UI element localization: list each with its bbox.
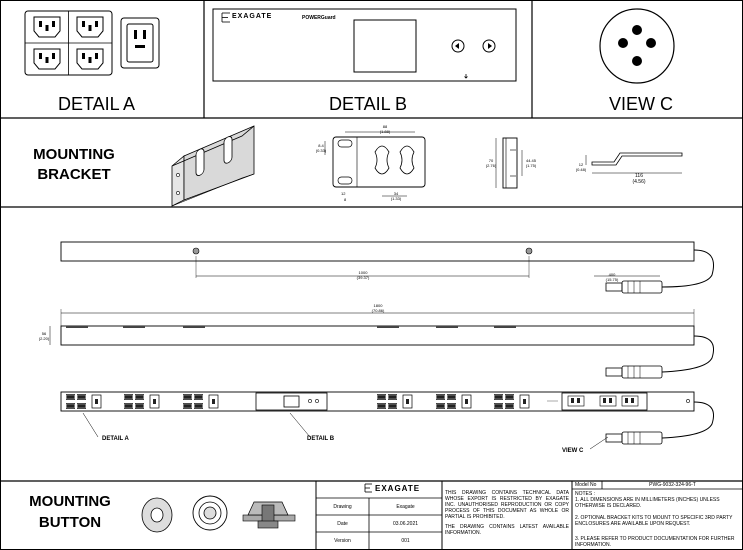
bracket-dim-b: 12 [341,191,346,196]
dim-left-in: (0.33) [315,148,327,153]
view-c-inlet [599,8,675,84]
model-label: Model No [575,482,597,488]
dim-hole-pitch-in: (39.37) [356,275,370,280]
panel-product: POWERGuard [302,15,336,21]
callout-detail-a: DETAIL A [102,436,129,442]
dim-side-mm: 12 [578,162,584,167]
view-c-label: VIEW C [609,94,674,114]
dim-left-mm: 8.4 [318,143,324,148]
dim-side-in: (0.48) [575,167,587,172]
drawing-label: Drawing [333,504,352,510]
title-block-lines [315,481,743,550]
dim-length-total-mm: 1800 [373,303,383,308]
dim-pitch-mm: 34 [393,191,399,196]
disclaimer-export: THIS DRAWING CONTAINS TECHNICAL DATA WHO… [445,490,569,520]
bracket-dim-height2: 44.45 (1.75) [522,158,540,168]
dim-hole-pitch-mm: 1000 [358,270,368,275]
dim-side-height-mm: 56 [41,331,47,336]
usb-port-icon [464,74,468,79]
date-label: Date [337,521,348,527]
mounting-button-title: MOUNTING BUTTON [22,491,118,533]
callout-detail-b: DETAIL B [307,436,335,442]
callout-view-c: VIEW C [562,448,584,454]
dim-height2-mm: 44.45 [525,158,536,163]
bracket-title-line1: MOUNTING [33,146,115,163]
dim-side-height-in: (2.20) [38,336,50,341]
bracket-title-line2: BRACKET [37,166,111,183]
notes-label: NOTES : [575,491,596,497]
dim-pitch-in: (1.33) [390,196,402,201]
detail-b-panel [212,8,517,82]
dim-length-mm: 116 [635,173,643,179]
date-value: 03.06.2021 [392,521,419,527]
dim-height-mm: 70 [488,158,494,163]
button-title-line2: BUTTON [38,514,102,531]
bracket-front-view [324,131,426,197]
bracket-dim-pitch: 34 (1.33) [384,191,408,201]
bracket-side-view [495,137,523,189]
bracket-dim-length: 116 (4.56) [626,173,652,185]
detail-b-label: DETAIL B [329,94,408,114]
note-3: 3. PLEASE REFER TO PRODUCT DOCUMENTATION… [575,536,735,548]
mounting-button-drawings [141,495,296,533]
pdu-front-view [60,391,714,450]
mounting-bracket-title: MOUNTING BRACKET [29,145,119,185]
bracket-top-view [585,152,683,174]
pdu-dim-hole-pitch: 1000 (39.37) [350,270,376,280]
dim-cord-mm: 400 [608,272,616,277]
bracket-dim-c: 8 [344,197,347,202]
dim-width-in: (1.88) [379,129,391,134]
model-value: PWG-9032-324-96-T [649,482,696,488]
title-block-brand: EXAGATE [375,484,421,493]
drawing-value: Exagate [396,504,415,510]
disclaimer-latest: THE DRAWING CONTAINS LATEST AVAILABLE IN… [445,524,569,536]
note-2: 2. OPTIONAL BRACKET KITS TO MOUNT TO SPE… [575,515,733,527]
panel-brand: EXAGATE [232,13,273,20]
pdu-dim-length: 1800 (70.86) [365,303,391,313]
bracket-iso-view [171,125,255,207]
pdu-dim-side: 56 (2.20) [37,331,51,341]
bracket-dim-height: 70 (2.76) [484,158,498,168]
version-label: Version [334,538,351,544]
left-button-icon [451,39,465,53]
right-button-icon [482,39,496,53]
dim-width-mm: 88 [382,124,388,129]
note-1: 1. ALL DIMENSIONS ARE IN MILLIMETERS (IN… [575,497,720,509]
dim-height2-in: (1.75) [525,163,537,168]
dim-length-total-in: (70.86) [371,308,385,313]
dim-height-in: (2.76) [485,163,497,168]
dim-length-in: (4.56) [632,179,646,185]
bracket-dim-side: 12 (0.48) [574,162,588,172]
bracket-dim-width: 88 (1.88) [370,124,400,134]
dim-cord-in: (15.75) [605,277,619,282]
detail-a-label: DETAIL A [58,94,136,114]
pdu-dim-cord: 400 (15.75) [602,272,622,282]
version-value: 001 [401,538,410,544]
pdu-top-view [60,241,714,294]
bracket-dim-left: 8.4 (0.33) [314,143,328,153]
pdu-side-view [49,309,714,379]
detail-a-outlets [24,10,160,76]
button-title-line1: MOUNTING [29,493,111,510]
